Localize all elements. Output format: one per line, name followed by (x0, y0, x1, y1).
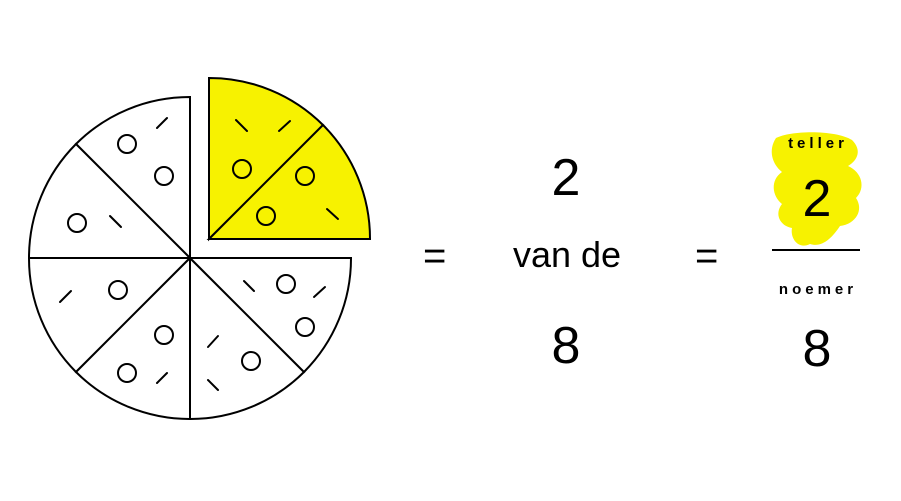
marker-highlight (771, 132, 862, 246)
denominator-word-form: 8 (551, 317, 581, 375)
pizza-slice (27, 257, 193, 374)
noemer-label: noemer (778, 281, 858, 298)
pizza-slice (189, 255, 306, 421)
pizza-slice (74, 95, 191, 261)
numerator-word-form: 2 (551, 149, 581, 207)
equals-sign-1: = (423, 234, 447, 278)
van-de-text: van de (512, 234, 622, 275)
pizza-toppings (67, 134, 315, 383)
pizza-slice (187, 257, 353, 374)
pizza-slice-highlighted (208, 76, 325, 242)
teller-label: teller (788, 135, 848, 152)
fraction-bar (772, 249, 860, 251)
fraction-numerator: 2 (802, 170, 832, 228)
pizza-slice (27, 142, 193, 259)
fraction-denominator: 8 (802, 320, 832, 378)
equals-sign-2: = (695, 234, 719, 278)
pizza-toppings-dashes (59, 117, 339, 391)
